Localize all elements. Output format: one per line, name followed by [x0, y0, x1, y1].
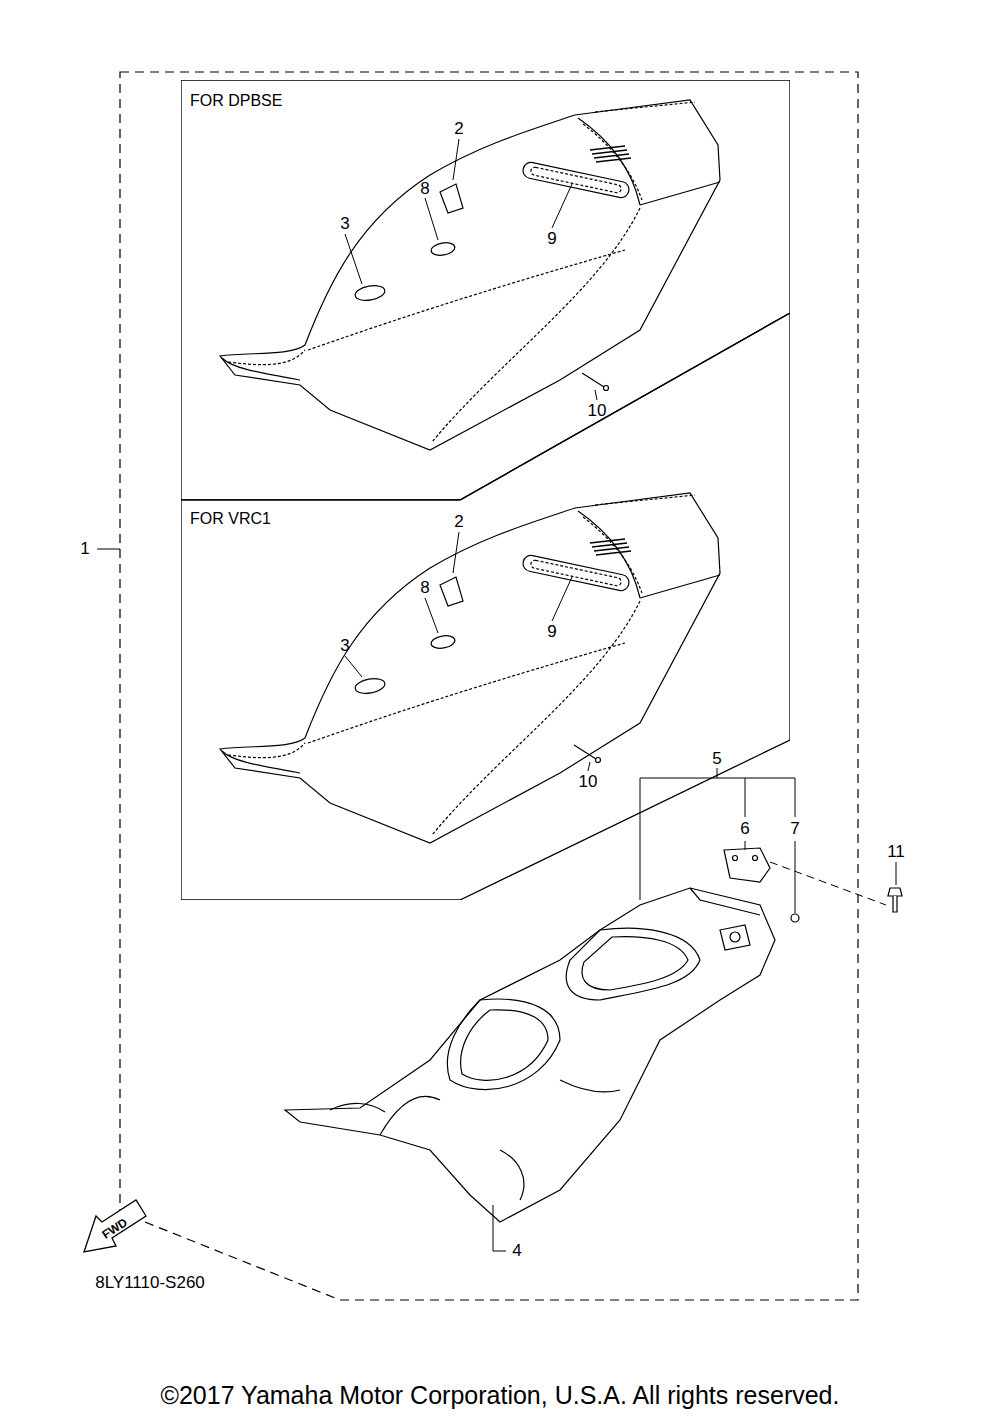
panel-outline	[181, 80, 790, 500]
clip	[791, 914, 799, 922]
variant-panel: FOR DPBSE	[181, 80, 790, 500]
seat-pin	[574, 373, 609, 763]
leader-line	[425, 598, 438, 633]
seat-pin	[596, 758, 601, 763]
callout-number: 5	[712, 750, 721, 769]
panel-outline	[181, 313, 790, 900]
seat-cover	[583, 124, 642, 200]
seat-base	[447, 999, 560, 1090]
panel-outline	[181, 313, 790, 900]
callout-number: 6	[740, 820, 749, 839]
bolt	[888, 888, 902, 896]
seat-cover	[640, 182, 720, 205]
seat-pin	[582, 373, 604, 387]
panel-heading: FOR VRC1	[190, 510, 271, 528]
seat-cover	[595, 102, 695, 112]
seat-cover	[220, 493, 720, 843]
callout-number: 8	[420, 180, 429, 199]
bracket	[724, 848, 770, 882]
bracket	[753, 856, 758, 861]
seat-base	[690, 888, 760, 915]
seat-cover	[220, 100, 720, 450]
kit-outline	[120, 72, 858, 1300]
seat-cover	[430, 241, 456, 257]
callout-number: 8	[420, 579, 429, 598]
callout-number: 3	[340, 215, 349, 234]
seat-pin	[574, 745, 596, 759]
bracket	[733, 856, 738, 861]
seat-base	[380, 1080, 620, 1200]
bolt	[888, 888, 902, 912]
callout-number: 7	[790, 820, 799, 839]
variant-panel: FOR VRC1	[181, 313, 790, 900]
callout-number: 10	[579, 773, 598, 792]
callout-number: 2	[454, 513, 463, 532]
seat-base	[461, 1010, 548, 1081]
leader-line	[425, 198, 438, 240]
seat-cover	[530, 167, 622, 194]
seat-cover	[228, 350, 305, 365]
seat-base	[285, 888, 775, 1222]
callout-number: 9	[547, 623, 556, 642]
leader-line	[345, 656, 362, 677]
leader-line	[552, 184, 572, 228]
leader-line	[745, 841, 795, 913]
seat-cover	[432, 208, 640, 442]
bracket	[724, 848, 770, 882]
leader-line	[453, 139, 459, 180]
callout-number: 11	[887, 843, 905, 862]
leader-line	[493, 1205, 506, 1251]
leader-line	[345, 234, 362, 284]
leader-line	[896, 862, 897, 885]
callout-number: 4	[512, 1242, 521, 1261]
panel-heading: FOR DPBSE	[190, 92, 282, 110]
seat-base	[285, 888, 775, 1222]
panel-outline	[181, 80, 790, 500]
callout-number: 3	[340, 637, 349, 656]
callout-number: 10	[588, 402, 607, 421]
seat-base	[582, 937, 688, 990]
diagram-code: 8LY1110-S260	[95, 1274, 205, 1293]
seat-cover	[354, 284, 386, 303]
copyright-caption: ©2017 Yamaha Motor Corporation, U.S.A. A…	[161, 1382, 840, 1410]
callout-number: 1	[80, 540, 89, 559]
leader-line	[640, 768, 795, 900]
seat-cover	[522, 161, 631, 199]
seat-cover	[220, 100, 720, 450]
forward-arrow	[84, 1200, 146, 1252]
callout-number: 9	[547, 230, 556, 249]
kit-outline	[120, 72, 858, 1300]
seat-cover	[590, 146, 631, 162]
seat-pin	[604, 386, 609, 391]
forward-arrow	[84, 1200, 146, 1252]
leader-line	[453, 532, 459, 573]
callout-number: 2	[454, 120, 463, 139]
leader-line	[97, 139, 896, 1251]
leader-line	[552, 577, 572, 621]
seat-base	[720, 925, 750, 950]
clip	[791, 914, 799, 922]
leader-line	[770, 862, 886, 905]
seat-cover	[578, 118, 640, 205]
leader-line	[595, 390, 597, 400]
seat-base	[730, 932, 740, 942]
bolt	[893, 896, 897, 912]
leader-line	[97, 549, 120, 550]
leader-line	[588, 762, 590, 771]
seat-base	[566, 928, 700, 1000]
seat-base	[330, 1103, 385, 1112]
seat-cover	[440, 184, 463, 213]
